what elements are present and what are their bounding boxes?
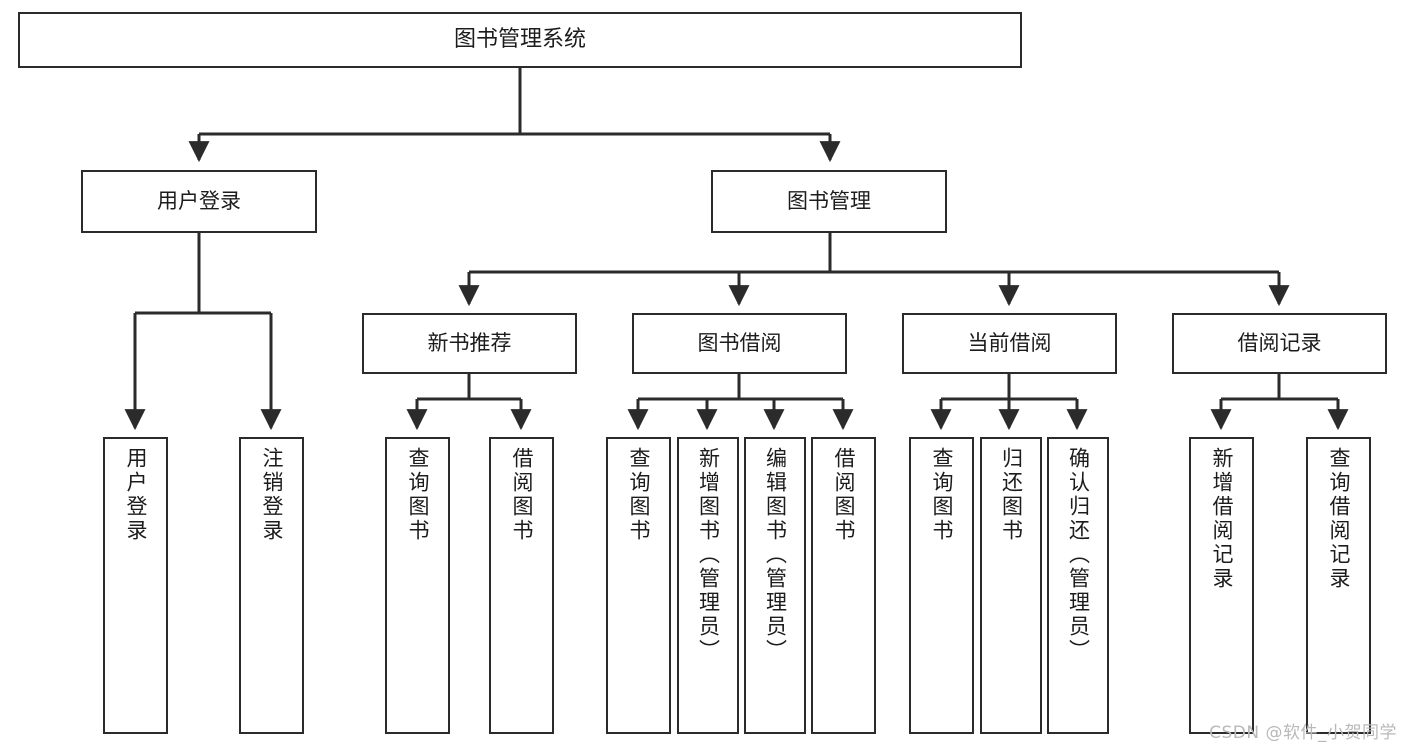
leaf-borrow-book-2[interactable]: 借阅图书 [811,437,876,734]
node-root[interactable]: 图书管理系统 [18,12,1022,68]
leaf-add-record-label: 新增借阅记录 [1210,447,1234,591]
edge-root-trunk [199,68,830,136]
leaf-edit-book[interactable]: 编辑图书（管理员） [744,437,806,734]
leaf-confirm-return[interactable]: 确认归还（管理员） [1047,437,1109,734]
node-root-label: 图书管理系统 [453,26,586,52]
node-book-manage[interactable]: 图书管理 [711,170,947,233]
leaf-user-login[interactable]: 用户登录 [103,437,168,734]
leaf-query-book-1-label: 查询图书 [406,447,430,543]
edge-root-to-level2 [188,134,841,163]
node-new-book-rec-label: 新书推荐 [427,330,512,355]
edge-new-book-rec-trunk [417,374,521,401]
leaf-query-book-3[interactable]: 查询图书 [909,437,974,734]
edge-current-borrow-to-leaves [930,399,1088,431]
node-book-borrow-label: 图书借阅 [697,330,782,355]
node-user-login[interactable]: 用户登录 [81,170,317,233]
leaf-borrow-book-1[interactable]: 借阅图书 [489,437,554,734]
leaf-query-book-2[interactable]: 查询图书 [606,437,671,734]
leaf-query-record[interactable]: 查询借阅记录 [1306,437,1371,734]
leaf-query-record-label: 查询借阅记录 [1327,447,1351,591]
node-current-borrow[interactable]: 当前借阅 [902,313,1117,374]
leaf-add-record[interactable]: 新增借阅记录 [1189,437,1254,734]
leaf-logout-login-label: 注销登录 [260,447,284,543]
edge-user-login-to-leaves [124,313,282,431]
edge-book-manage-trunk [469,233,1279,274]
edge-new-book-rec-to-leaves [406,399,532,431]
leaf-return-book-label: 归还图书 [999,447,1024,543]
leaf-confirm-return-label: 确认归还（管理员） [1066,447,1091,663]
node-book-borrow[interactable]: 图书借阅 [632,313,847,374]
node-new-book-rec[interactable]: 新书推荐 [362,313,577,374]
leaf-query-book-2-label: 查询图书 [627,447,651,543]
node-user-login-label: 用户登录 [157,188,241,213]
leaf-add-book-label: 新增图书（管理员） [696,447,721,663]
node-current-borrow-label: 当前借阅 [967,330,1052,355]
edge-book-manage-to-level3 [458,272,1290,307]
leaf-borrow-book-2-label: 借阅图书 [832,447,856,543]
node-borrow-record-label: 借阅记录 [1237,330,1322,355]
leaf-query-book-3-label: 查询图书 [930,447,954,543]
node-borrow-record[interactable]: 借阅记录 [1172,313,1387,374]
leaf-add-book[interactable]: 新增图书（管理员） [677,437,739,734]
leaf-logout-login[interactable]: 注销登录 [239,437,304,734]
leaf-edit-book-label: 编辑图书（管理员） [763,447,788,663]
leaf-borrow-book-1-label: 借阅图书 [510,447,534,543]
leaf-query-book-1[interactable]: 查询图书 [385,437,450,734]
edge-user-login-trunk [135,233,271,315]
edge-book-borrow-to-leaves [627,399,854,431]
leaf-return-book[interactable]: 归还图书 [980,437,1042,734]
node-book-manage-label: 图书管理 [787,188,871,213]
leaf-user-login-label: 用户登录 [124,447,148,543]
edge-borrow-record-trunk [1221,374,1338,401]
edge-book-borrow-trunk [638,374,843,401]
edge-borrow-record-to-leaves [1210,399,1349,431]
edge-current-borrow-trunk [941,374,1077,401]
